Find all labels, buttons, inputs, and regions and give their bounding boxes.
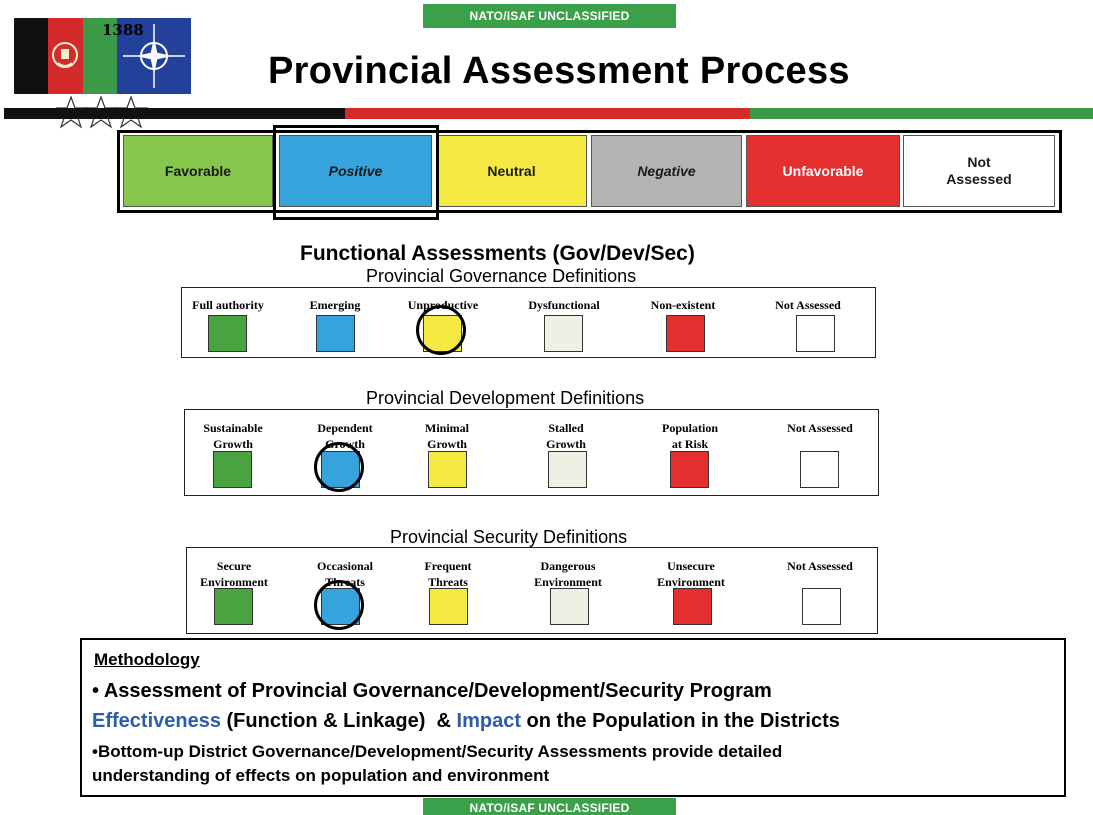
- governance-label-emerging: Emerging: [309, 298, 361, 312]
- governance-swatch-emerging: [316, 315, 355, 352]
- governance-label-not-assessed: Not Assessed: [775, 298, 841, 312]
- header-band-green: [750, 108, 1093, 119]
- governance-swatch-not-assessed: [796, 315, 835, 352]
- afghanistan-flag: [14, 18, 117, 94]
- development-label-minimal-growth: Minimal Growth: [425, 421, 469, 451]
- flags-logo: 1388: [14, 18, 191, 94]
- security-swatch-frequent-threats: [429, 588, 468, 625]
- governance-label-full-authority: Full authority: [192, 298, 264, 312]
- security-swatch-secure-environment: [214, 588, 253, 625]
- governance-definitions-title: Provincial Governance Definitions: [366, 266, 637, 286]
- page-title: Provincial Assessment Process: [268, 50, 850, 92]
- impact-text: Impact: [456, 710, 521, 732]
- security-label-not-assessed: Not Assessed: [787, 559, 853, 573]
- development-label-stalled-growth: Stalled Growth: [546, 421, 586, 451]
- development-definitions-title: Provincial Development Definitions: [366, 388, 645, 408]
- legend-positive: Positive: [279, 135, 432, 207]
- legend-not-assessed: Not Assessed: [903, 135, 1055, 207]
- methodology-line-1: • Assessment of Provincial Governance/De…: [92, 680, 772, 702]
- function-linkage-text: (Function & Linkage) &: [220, 710, 457, 732]
- rating-legend: [117, 130, 1062, 213]
- security-swatch-dangerous-environment: [550, 588, 589, 625]
- legend-negative: Negative: [591, 135, 742, 207]
- development-label-not-assessed: Not Assessed: [787, 421, 853, 435]
- flag-year: 1388: [102, 21, 144, 39]
- classification-banner-top: NATO/ISAF UNCLASSIFIED: [423, 4, 676, 28]
- effectiveness-text: Effectiveness: [92, 710, 221, 732]
- development-label-sustainable-growth: Sustainable Growth: [203, 421, 263, 451]
- methodology-heading: Methodology: [94, 650, 200, 669]
- development-definitions-box: [184, 409, 879, 496]
- nato-flag: [117, 18, 191, 94]
- governance-swatch-non-existent: [666, 315, 705, 352]
- governance-current-circle: [416, 305, 466, 355]
- security-current-circle: [314, 580, 364, 630]
- security-swatch-not-assessed: [802, 588, 841, 625]
- legend-highlight-frame: [273, 125, 439, 220]
- functional-assessments-title: Functional Assessments (Gov/Dev/Sec): [300, 242, 695, 265]
- methodology-line-2: Effectiveness (Function & Linkage) & Imp…: [92, 710, 840, 733]
- methodology-box: Methodology • Assessment of Provincial G…: [80, 638, 1066, 797]
- governance-definitions-box: [181, 287, 876, 358]
- development-current-circle: [314, 442, 364, 492]
- afghan-emblem-icon: [52, 42, 79, 68]
- methodology-line-3: •Bottom-up District Governance/Developme…: [92, 742, 783, 761]
- security-label-unsecure-environment: Unsecure Environment: [657, 559, 725, 589]
- security-label-frequent-threats: Frequent Threats: [424, 559, 472, 589]
- nato-compass-icon: [123, 24, 185, 88]
- security-label-dangerous-environment: Dangerous Environment: [534, 559, 602, 589]
- security-definitions-title: Provincial Security Definitions: [390, 527, 628, 547]
- governance-label-non-existent: Non-existent: [650, 298, 716, 312]
- classification-banner-bottom: NATO/ISAF UNCLASSIFIED: [423, 798, 676, 815]
- header-band-black: [4, 108, 345, 119]
- security-definitions-box: [186, 547, 878, 634]
- development-swatch-sustainable-growth: [213, 451, 252, 488]
- development-swatch-minimal-growth: [428, 451, 467, 488]
- security-swatch-unsecure-environment: [673, 588, 712, 625]
- legend-favorable: Favorable: [123, 135, 273, 207]
- header-band-red: [345, 108, 750, 119]
- governance-label-dysfunctional: Dysfunctional: [528, 298, 600, 312]
- development-swatch-population-at-risk: [670, 451, 709, 488]
- governance-swatch-dysfunctional: [544, 315, 583, 352]
- security-label-secure-environment: Secure Environment: [200, 559, 268, 589]
- population-text: on the Population in the Districts: [520, 710, 840, 732]
- development-label-population-at-risk: Population at Risk: [661, 421, 718, 451]
- legend-neutral: Neutral: [436, 135, 587, 207]
- development-swatch-not-assessed: [800, 451, 839, 488]
- legend-unfavorable: Unfavorable: [746, 135, 900, 207]
- development-swatch-stalled-growth: [548, 451, 587, 488]
- methodology-line-4: understanding of effects on population a…: [92, 766, 550, 785]
- governance-swatch-full-authority: [208, 315, 247, 352]
